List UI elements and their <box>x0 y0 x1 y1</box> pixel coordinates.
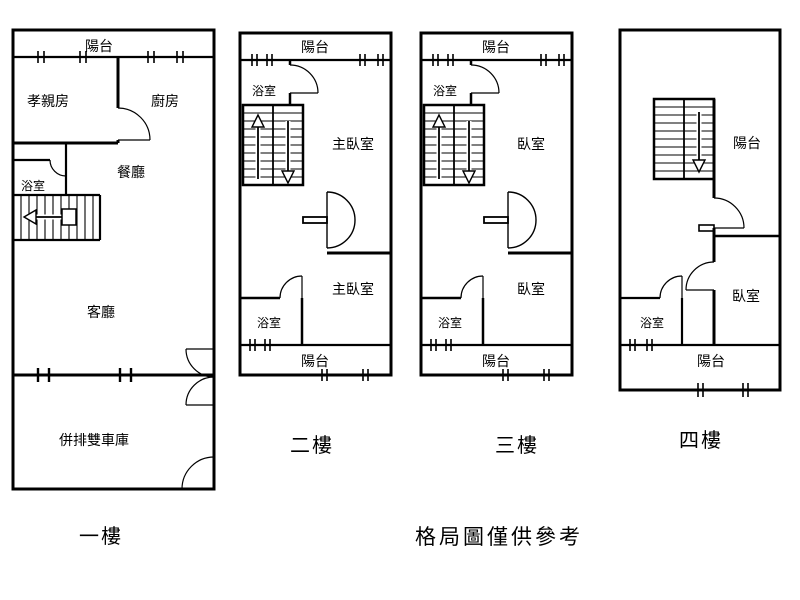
window-marks <box>147 51 184 63</box>
left-arrow-icon <box>22 208 37 226</box>
double-door-leaves <box>186 348 214 406</box>
down-arrow-icon <box>691 159 707 174</box>
window-marks <box>37 51 87 63</box>
floor-4-name: 四樓 <box>679 429 723 452</box>
room-label-balcony-top: 陽台 <box>301 39 329 55</box>
room-label-bath-bottom: 浴室 <box>257 315 281 330</box>
room-label-living: 客廳 <box>87 304 115 320</box>
floor-1-walls <box>11 28 216 491</box>
outer-wall <box>11 28 216 491</box>
room-label-balcony-upper: 陽台 <box>733 135 761 151</box>
window-marks <box>629 339 653 351</box>
door-arc-icon <box>713 197 745 229</box>
door-arc-icon <box>185 376 215 406</box>
outer-wall <box>618 28 782 392</box>
room-label-kitchen: 廚房 <box>151 93 179 109</box>
window-marks <box>36 368 133 382</box>
window-marks <box>697 383 749 397</box>
door-arc-icon <box>185 348 215 378</box>
stair-start-box <box>61 208 77 226</box>
room-label-garage: 併排雙車庫 <box>59 432 129 448</box>
disclaimer-caption: 格局圖僅供參考 <box>415 526 583 549</box>
room-label-bath: 浴室 <box>21 178 45 193</box>
room-label-balcony-bottom: 陽台 <box>482 353 510 369</box>
floor-3-name: 三樓 <box>495 434 539 457</box>
door-arc-icon <box>659 275 683 299</box>
room-label-bedroom-bottom: 主臥室 <box>332 281 374 297</box>
room-label-bedroom: 臥室 <box>732 288 760 304</box>
floor-1-plan: 陽台 孝親房 廚房 餐廳 浴室 客廳 併排雙車庫 一樓 <box>11 28 216 548</box>
room-label-balcony-bottom: 陽台 <box>301 353 329 369</box>
room-label-bath-bottom: 浴室 <box>438 315 462 330</box>
floor-2-plan: 陽台 浴室 主臥室 主臥室 浴室 陽台 二樓 <box>240 33 391 457</box>
room-label-balcony-bottom: 陽台 <box>697 353 725 369</box>
room-label-bath-top: 浴室 <box>252 83 276 98</box>
wall-stub <box>698 224 715 232</box>
floor-1-name: 一樓 <box>79 525 123 548</box>
floor-2-name: 二樓 <box>290 434 334 457</box>
door-arc-icon <box>181 456 215 490</box>
door-arc-icon <box>49 159 67 177</box>
room-label-bedroom-bottom: 臥室 <box>517 281 545 297</box>
floor-4-plan: 陽台 臥室 浴室 陽台 四樓 <box>618 28 782 452</box>
room-label-parents-room: 孝親房 <box>27 93 69 109</box>
room-label-bath-top: 浴室 <box>433 83 457 98</box>
room-label-balcony: 陽台 <box>85 38 113 54</box>
room-label-bedroom-top: 臥室 <box>517 136 545 152</box>
room-label-balcony-top: 陽台 <box>482 39 510 55</box>
floor-4-walls <box>618 28 782 397</box>
room-label-bath: 浴室 <box>640 315 664 330</box>
door-arc-icon <box>117 107 151 141</box>
floor-3-plan: 陽台 浴室 臥室 臥室 浴室 陽台 三樓 <box>421 33 572 457</box>
room-label-dining: 餐廳 <box>117 164 145 180</box>
room-label-bedroom-top: 主臥室 <box>332 136 374 152</box>
door-arc-icon <box>685 261 715 291</box>
